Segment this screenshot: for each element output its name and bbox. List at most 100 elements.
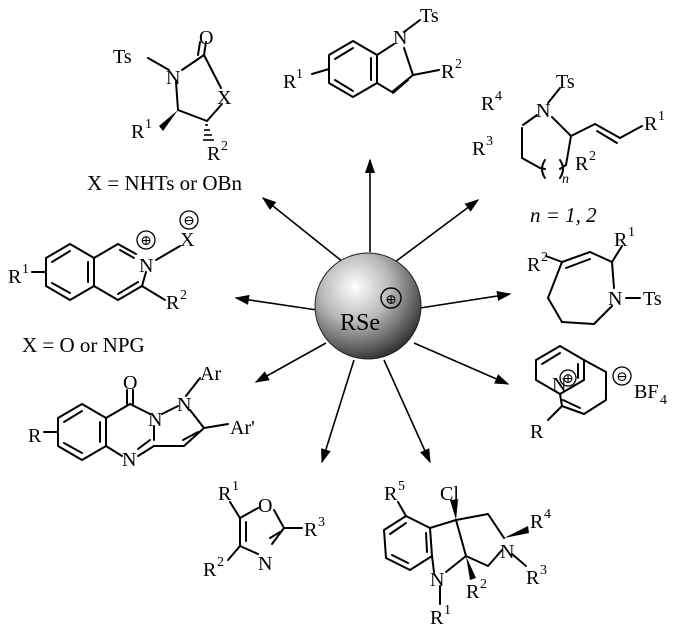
r1-label: R — [283, 71, 297, 93]
product-azepine: R 2 R 1 N Ts — [527, 225, 662, 325]
n-label: N — [608, 288, 622, 310]
product-pyrazoloquinazolinone: R O Ar N N Ar' N — [28, 363, 255, 471]
r3-sup: 3 — [540, 563, 547, 578]
o-label: O — [123, 372, 137, 394]
n-plus: ⊕ — [140, 234, 152, 249]
r2-sup: 2 — [455, 57, 462, 72]
arrow-to-oxazolidinone — [261, 197, 344, 263]
r4-sup: 4 — [544, 507, 551, 522]
ts-label: Ts — [113, 46, 132, 68]
n-subscript: n — [562, 172, 569, 187]
r2-label: R — [441, 61, 455, 83]
r1-label: R — [430, 607, 444, 629]
r5-label: R — [384, 483, 398, 505]
bf-subscript: 4 — [660, 393, 667, 408]
r1-sup: 1 — [658, 109, 665, 124]
product-pyrrolidine: R 4 N Ts R 3 n R 2 R 1 n = 1, 2 — [472, 71, 665, 227]
r1-label: R — [8, 266, 22, 288]
r1-label: R — [614, 229, 628, 251]
r-label: R — [28, 425, 42, 447]
bf4-minus: ⊖ — [616, 370, 628, 385]
x-minus: ⊖ — [183, 214, 195, 229]
product-quinolizinium: N ⊕ ⊖ BF 4 R — [530, 345, 667, 443]
r2-sup: 2 — [541, 250, 548, 265]
r1-sup: 1 — [232, 479, 239, 494]
ts-label: Ts — [643, 288, 662, 310]
r3-label: R — [472, 138, 486, 160]
n-label: N — [393, 27, 407, 49]
r1-sup: 1 — [296, 67, 303, 82]
o-label: O — [199, 27, 213, 49]
r-label: R — [530, 421, 544, 443]
r2-sup: 2 — [217, 555, 224, 570]
r3-sup: 3 — [318, 515, 325, 530]
reaction-arrows — [234, 158, 512, 464]
r1-label: R — [644, 113, 658, 135]
r4-label: R — [530, 511, 544, 533]
product-indole: N Ts R 1 R 2 — [283, 5, 462, 98]
r1-sup: 1 — [22, 262, 29, 277]
product-oxazolidinone: Ts N O X R 1 R 2 X = NHTs or OBn — [87, 27, 243, 195]
r1-sup: 1 — [628, 225, 635, 240]
r1-sup: 1 — [444, 603, 451, 618]
r2-sup: 2 — [221, 139, 228, 154]
ts-label: Ts — [420, 5, 439, 27]
n-label-quinazoline: N — [122, 449, 136, 471]
reagent-label: RSe — [340, 310, 380, 336]
cl-label: Cl — [440, 483, 459, 505]
r2-sup: 2 — [480, 577, 487, 592]
r2-label: R — [207, 143, 221, 165]
bf-label: BF — [634, 381, 658, 403]
n-label: N — [552, 374, 566, 396]
arrow-to-pyrazoloquinazolinone — [254, 342, 327, 383]
product-pyrroloindoline: R 5 Cl R 4 N N R 3 R 2 R 1 — [383, 479, 551, 629]
n-label: N — [536, 100, 550, 122]
r4-sup: 4 — [495, 89, 502, 104]
selenium-reagent: RSe ⊕ — [314, 252, 422, 360]
r5-sup: 5 — [398, 479, 405, 494]
n-plus: ⊕ — [562, 372, 574, 387]
arrow-to-oxazole — [321, 359, 355, 464]
n-label-indoline: N — [430, 569, 444, 591]
n-label: N — [139, 255, 153, 277]
r2-label: R — [166, 292, 180, 314]
r4-label: R — [481, 93, 495, 115]
n-label: N — [258, 553, 272, 575]
r2-label: R — [527, 254, 541, 276]
arrow-to-azepine — [419, 291, 512, 309]
product-isoquinolinium: R 1 N ⊕ X ⊖ R 2 X = O or NPG — [8, 210, 199, 357]
n-label-pyrrolidine: N — [500, 541, 514, 563]
r1-label: R — [218, 483, 232, 505]
r2-label: R — [203, 559, 217, 581]
r2-label: R — [466, 581, 480, 603]
n-label: N — [166, 67, 180, 89]
product-oxazole: R 1 O R 3 R 2 N — [203, 479, 325, 581]
arrow-to-isoquinolinium — [234, 294, 318, 311]
r2-label: R — [575, 153, 589, 175]
o-label: O — [258, 495, 272, 517]
caption-x-definition: X = NHTs or OBn — [87, 171, 243, 195]
reagent-charge-ring — [380, 287, 402, 309]
ar-label: Ar — [200, 363, 221, 385]
ar-prime-label: Ar' — [230, 417, 255, 439]
n-label-bridge: N — [148, 409, 162, 431]
r1-label: R — [131, 121, 145, 143]
r3-label: R — [304, 519, 318, 541]
x-label: X — [180, 229, 195, 251]
caption-x-definition: X = O or NPG — [22, 333, 145, 357]
caption-n-values: n = 1, 2 — [530, 203, 597, 227]
r1-sup: 1 — [145, 117, 152, 132]
x-label: X — [217, 87, 232, 109]
arrow-to-quinolizinium — [413, 342, 510, 385]
arrow-to-pyrrolidine — [394, 199, 480, 263]
r3-label: R — [526, 567, 540, 589]
reagent-charge: ⊕ — [385, 293, 397, 308]
r2-sup: 2 — [180, 288, 187, 303]
r3-sup: 3 — [486, 134, 493, 149]
arrow-to-pyrroloindoline — [383, 359, 431, 464]
ts-label: Ts — [556, 71, 575, 93]
r2-sup: 2 — [589, 149, 596, 164]
reagent-sphere — [314, 252, 422, 360]
